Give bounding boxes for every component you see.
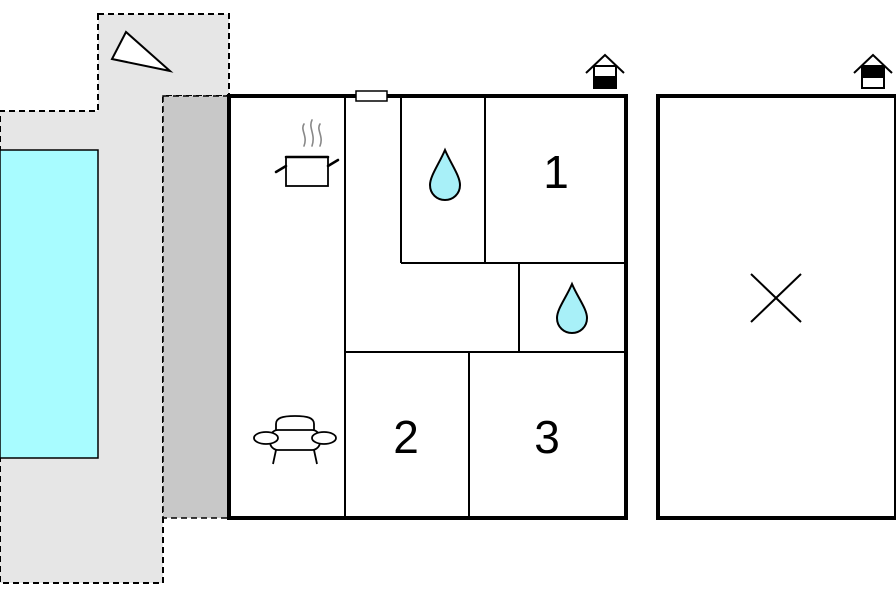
water-drop-icon — [428, 147, 462, 202]
cooking-pot-icon — [274, 119, 340, 187]
swimming-pool — [0, 149, 99, 459]
covered-terrace — [162, 95, 230, 519]
water-drop-icon — [555, 281, 589, 335]
interior-walls — [344, 96, 626, 518]
house-level-icon — [853, 53, 893, 89]
sofa-icon — [253, 415, 337, 465]
annex-building — [656, 94, 896, 520]
house-level-icon — [585, 53, 625, 89]
triangle-icon — [110, 30, 174, 73]
bedroom-2-label: 2 — [393, 411, 419, 463]
bedroom-3-label: 3 — [534, 411, 560, 463]
bedroom-1-label: 1 — [543, 146, 569, 198]
window — [355, 90, 388, 102]
cross-mark-icon — [750, 273, 802, 323]
